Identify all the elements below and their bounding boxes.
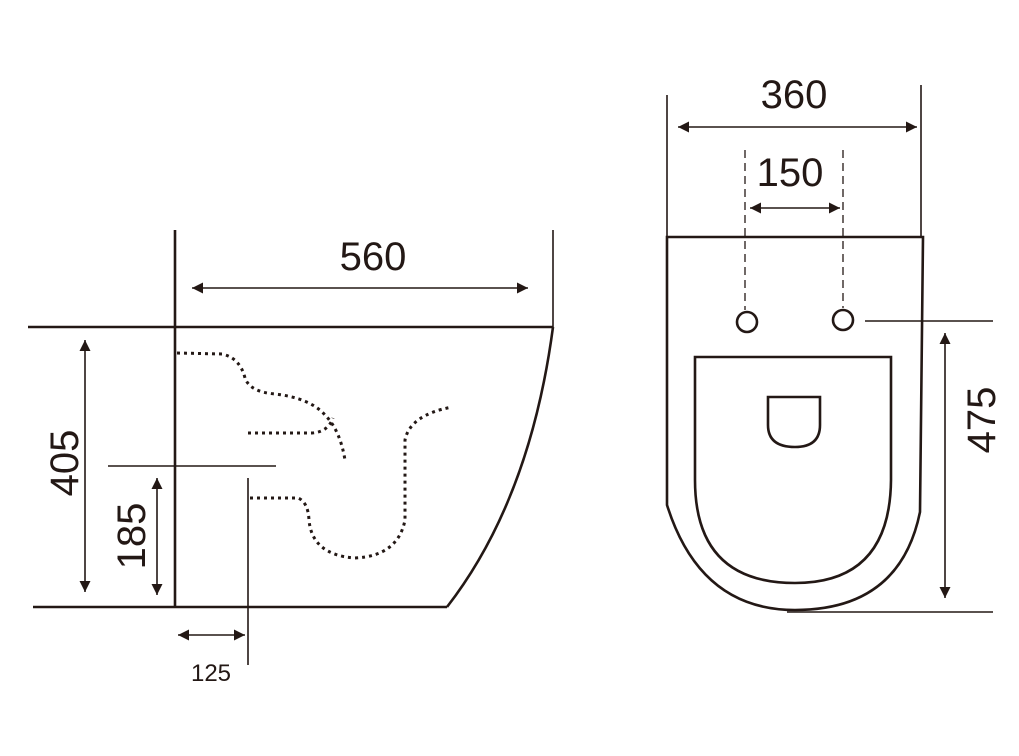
dim-405-label: 405 [43, 430, 87, 497]
dim-360-label: 360 [761, 73, 828, 117]
trap-mid [248, 417, 335, 435]
side-view: 560 405 185 125 [28, 230, 555, 687]
dim-560-label: 560 [340, 235, 407, 279]
dim-475-label: 475 [960, 387, 1004, 454]
left-bolt-hole [735, 310, 759, 334]
bowl-outline [665, 235, 925, 612]
dim-150-label: 150 [757, 151, 824, 195]
trap-upper [176, 351, 347, 461]
dim-185-label: 185 [110, 503, 154, 570]
front-view: 360 150 475 [665, 73, 1004, 613]
side-front-curve [445, 326, 555, 608]
seat-outline [693, 355, 893, 585]
trap-lower [250, 405, 453, 560]
right-bolt-hole [831, 308, 855, 332]
dim-125-label: 125 [191, 660, 231, 687]
bowl-opening [766, 395, 822, 449]
